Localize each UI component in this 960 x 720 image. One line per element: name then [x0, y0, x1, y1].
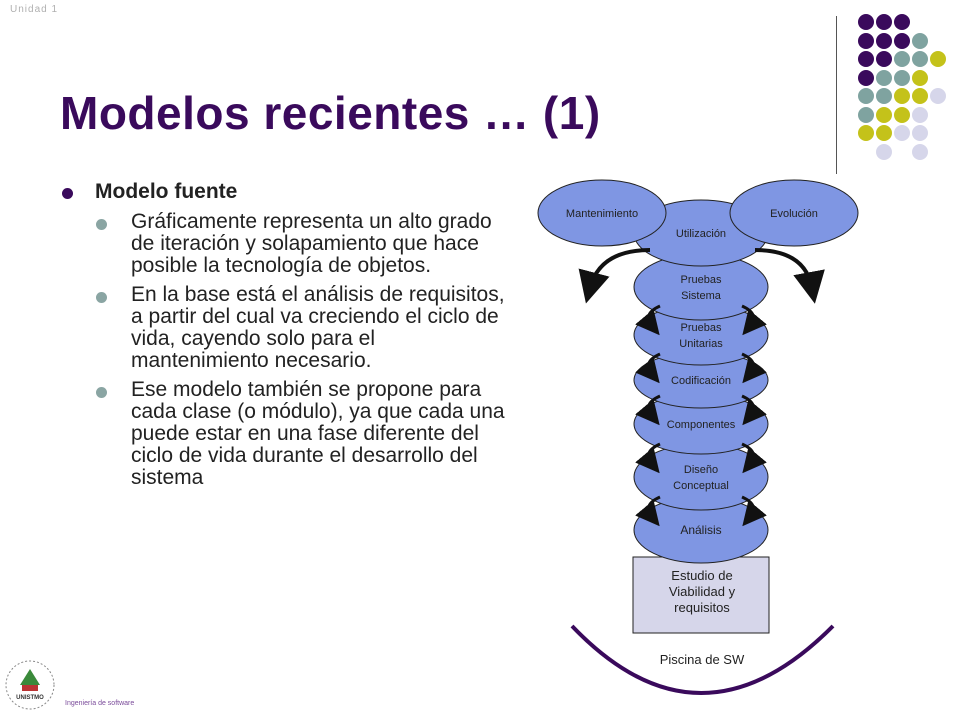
iteration-arrow-right [741, 304, 767, 336]
decorative-dot [858, 14, 874, 30]
unit-label: Unidad 1 [10, 4, 59, 15]
decorative-dot [858, 51, 874, 67]
analysis-label: Análisis [680, 523, 721, 537]
evolution-label-line: Evolución [770, 208, 818, 220]
decorative-dot [876, 125, 892, 141]
evolution-label: Evolución [770, 208, 818, 220]
analysis-label-line: Análisis [680, 523, 721, 537]
components-label-line: Componentes [667, 419, 736, 431]
feasibility-box-line: requisitos [674, 600, 730, 615]
iteration-arrow-right [741, 442, 767, 474]
iteration-arrow-right [741, 394, 767, 426]
decorative-dot [894, 125, 910, 141]
conceptual-design-label-line: Conceptual [673, 480, 729, 492]
slide-body: Modelo fuente Gráficamente representa un… [60, 180, 510, 489]
maintenance-label-line: Mantenimiento [566, 208, 638, 220]
logo-text: UNISTMO [16, 695, 44, 701]
conceptual-design-label-line: Diseño [684, 464, 718, 476]
decorative-dot [912, 51, 928, 67]
decorative-dot [894, 69, 910, 86]
decorative-dot [894, 88, 910, 104]
decorative-dot [912, 125, 928, 141]
decorative-dot [858, 32, 874, 49]
decorative-dot [930, 51, 946, 67]
unit-testing-label-line: Pruebas [681, 322, 722, 334]
evolution-ellipse [729, 179, 859, 247]
sub-bullet: Ese modelo también se propone para cada … [96, 379, 510, 489]
pool-curve [570, 624, 835, 695]
iteration-arrow-left [635, 304, 661, 336]
decorative-dot [894, 32, 910, 49]
iteration-arrow-left [635, 394, 661, 426]
decorative-dot [876, 88, 892, 104]
sub-bullet-text: En la base está el análisis de requisito… [131, 283, 505, 372]
maintenance-ellipse [537, 179, 667, 247]
sub-bullet: En la base está el análisis de requisito… [96, 284, 510, 372]
decorative-dot [894, 51, 910, 67]
coding-label-line: Codificación [671, 375, 731, 387]
decorative-dot [858, 106, 874, 123]
utilization-label: Utilización [676, 228, 726, 240]
bullet-main-text: Modelo fuente [95, 180, 238, 203]
decorative-dot [930, 88, 946, 104]
decorative-dot [876, 32, 892, 49]
iteration-arrow-right [741, 352, 767, 384]
decorative-dot [894, 106, 910, 123]
system-testing-label-line: Sistema [681, 290, 722, 302]
evolution-arrow [754, 248, 825, 304]
bullet-dot [96, 387, 107, 398]
maintenance-arrow [578, 248, 651, 304]
pool-label: Piscina de SW [660, 652, 745, 667]
decorative-divider [836, 16, 837, 174]
decorative-dot [894, 14, 910, 30]
iteration-arrow-left [635, 442, 661, 474]
unit-testing-label-line: Unitarias [679, 338, 723, 350]
decorative-dot [912, 32, 928, 49]
sub-bullet-text: Gráficamente representa un alto grado de… [131, 210, 492, 277]
footer-text: Ingeniería de software [65, 700, 135, 707]
maintenance-label: Mantenimiento [566, 208, 638, 220]
university-logo: UNISTMO [5, 660, 55, 710]
system-testing-label-line: Pruebas [681, 274, 722, 286]
bullet-dot [96, 219, 107, 230]
decorative-dot [912, 143, 928, 160]
feasibility-box [632, 556, 770, 634]
logo-ring [5, 660, 55, 710]
decorative-dot [912, 69, 928, 86]
feasibility-box-line: Viabilidad y [669, 584, 736, 599]
logo-shape [20, 669, 40, 685]
decorative-dot [876, 14, 892, 30]
sub-bullet-text: Ese modelo también se propone para cada … [131, 378, 505, 489]
components-label: Componentes [667, 419, 736, 431]
decorative-dot [912, 88, 928, 104]
bullet-dot [62, 188, 73, 199]
decorative-dot [858, 125, 874, 141]
sub-bullet: Gráficamente representa un alto grado de… [96, 211, 510, 277]
decorative-dot [876, 143, 892, 160]
bullet-main: Modelo fuente [60, 180, 510, 204]
logo-base [22, 685, 38, 691]
coding-label: Codificación [671, 375, 731, 387]
decorative-dot [858, 88, 874, 104]
feasibility-box-line: Estudio de [671, 568, 732, 583]
utilization-label-line: Utilización [676, 228, 726, 240]
iteration-arrow-right [741, 495, 767, 527]
iteration-arrow-left [635, 495, 661, 527]
iteration-arrow-left [635, 352, 661, 384]
decorative-dot [876, 106, 892, 123]
decorative-dot [858, 69, 874, 86]
bullet-dot [96, 292, 107, 303]
slide-title: Modelos recientes … (1) [60, 87, 601, 139]
decorative-dot [876, 51, 892, 67]
pool-label-line: Piscina de SW [660, 652, 745, 667]
decorative-dot [912, 106, 928, 123]
decorative-dot [876, 69, 892, 86]
